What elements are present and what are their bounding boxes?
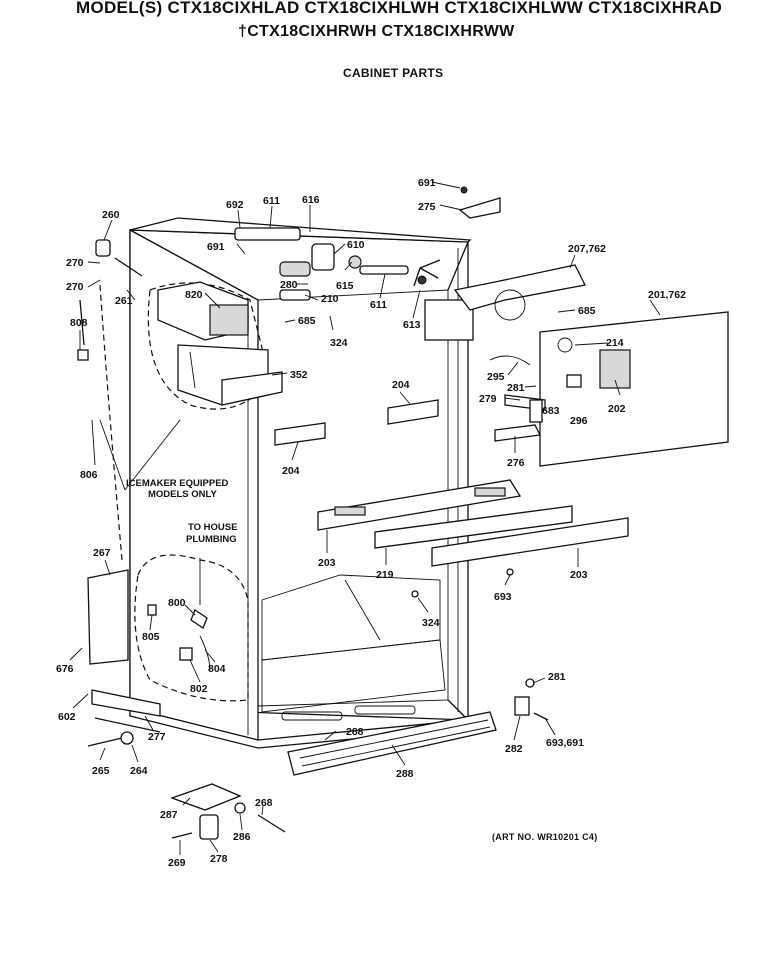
callout-264: 264 bbox=[130, 765, 148, 777]
callout-277: 277 bbox=[148, 731, 166, 743]
callout-261: 261 bbox=[115, 295, 133, 307]
callout-610: 610 bbox=[347, 239, 365, 251]
callout-691-a: 691 bbox=[207, 241, 225, 253]
callout-269: 269 bbox=[168, 857, 186, 869]
bracket-602 bbox=[91, 689, 161, 717]
callout-207-762: 207,762 bbox=[568, 243, 606, 255]
icemaker-note-line-1: ICEMAKER EQUIPPED bbox=[126, 478, 229, 489]
bottom-hardware bbox=[87, 568, 549, 840]
callout-611-b: 611 bbox=[370, 299, 387, 311]
diagram-subtitle: CABINET PARTS bbox=[343, 66, 444, 80]
callout-693-691: 693,691 bbox=[546, 737, 584, 749]
art-number: (ART NO. WR10201 C4) bbox=[492, 832, 598, 842]
grille-288 bbox=[287, 711, 497, 776]
callout-685-b: 685 bbox=[578, 305, 596, 317]
callout-214: 214 bbox=[606, 337, 624, 349]
callout-693: 693 bbox=[494, 591, 512, 603]
callout-286: 286 bbox=[233, 831, 251, 843]
callout-281-a: 281 bbox=[507, 382, 525, 394]
part-callouts: 260 270 270 261 808 806 692 611 616 691 … bbox=[56, 177, 686, 869]
callout-280: 280 bbox=[280, 279, 298, 291]
callout-281-b: 281 bbox=[548, 671, 566, 683]
callout-611-a: 611 bbox=[263, 195, 280, 207]
callout-800: 800 bbox=[168, 597, 186, 609]
callout-616: 616 bbox=[302, 194, 320, 206]
callout-683: 683 bbox=[542, 405, 560, 417]
callout-324-b: 324 bbox=[422, 617, 440, 629]
callout-820: 820 bbox=[185, 289, 203, 301]
model-list-line-1: MODEL(S) CTX18CIXHLAD CTX18CIXHLWH CTX18… bbox=[76, 0, 723, 17]
callout-219: 219 bbox=[376, 569, 394, 581]
callout-288-b: 288 bbox=[396, 768, 414, 780]
model-list-line-2: †CTX18CIXHRWH CTX18CIXHRWW bbox=[238, 23, 515, 40]
shelf-rails bbox=[317, 479, 629, 567]
callout-275: 275 bbox=[418, 201, 436, 213]
plumbing-note-line-1: TO HOUSE bbox=[188, 522, 237, 533]
bracket-204-right bbox=[387, 399, 439, 425]
callout-295: 295 bbox=[487, 371, 505, 383]
callout-270-b: 270 bbox=[66, 281, 84, 293]
callout-806: 806 bbox=[80, 469, 98, 481]
callout-203-b: 203 bbox=[570, 569, 588, 581]
callout-685-a: 685 bbox=[298, 315, 316, 327]
callout-692: 692 bbox=[226, 199, 244, 211]
callout-203-a: 203 bbox=[318, 557, 336, 569]
callout-204-b: 204 bbox=[282, 465, 300, 477]
callout-210: 210 bbox=[321, 293, 339, 305]
rail-277 bbox=[94, 717, 161, 733]
callout-268: 268 bbox=[255, 797, 273, 809]
callout-324-a: 324 bbox=[330, 337, 348, 349]
callout-296: 296 bbox=[570, 415, 588, 427]
callout-204-a: 204 bbox=[392, 379, 410, 391]
callout-691-b: 691 bbox=[418, 177, 436, 189]
leader-lines bbox=[69, 181, 661, 855]
callout-615: 615 bbox=[336, 280, 354, 292]
callout-676: 676 bbox=[56, 663, 74, 675]
callout-602: 602 bbox=[58, 711, 76, 723]
callout-265: 265 bbox=[92, 765, 110, 777]
callout-808: 808 bbox=[70, 317, 88, 329]
callout-202: 202 bbox=[608, 403, 626, 415]
callout-804: 804 bbox=[208, 663, 226, 675]
callout-278: 278 bbox=[210, 853, 228, 865]
top-components bbox=[234, 186, 586, 341]
callout-282: 282 bbox=[505, 743, 523, 755]
plumbing-note-line-2: PLUMBING bbox=[186, 534, 237, 545]
callout-613: 613 bbox=[403, 319, 421, 331]
callout-201-762: 201,762 bbox=[648, 289, 686, 301]
callout-260: 260 bbox=[102, 209, 120, 221]
icemaker-note-line-2: MODELS ONLY bbox=[148, 489, 217, 500]
callout-287: 287 bbox=[160, 809, 178, 821]
side-panel-267 bbox=[87, 569, 129, 665]
callout-276: 276 bbox=[507, 457, 525, 469]
bracket-204-left bbox=[274, 422, 326, 446]
icemaker-assembly bbox=[147, 281, 283, 410]
callout-267: 267 bbox=[93, 547, 111, 559]
callout-805: 805 bbox=[142, 631, 160, 643]
callout-279: 279 bbox=[479, 393, 497, 405]
callout-270-a: 270 bbox=[66, 257, 84, 269]
callout-352: 352 bbox=[290, 369, 308, 381]
callout-288-a: 288 bbox=[346, 726, 364, 738]
control-panel bbox=[489, 311, 729, 467]
callout-802: 802 bbox=[190, 683, 208, 695]
